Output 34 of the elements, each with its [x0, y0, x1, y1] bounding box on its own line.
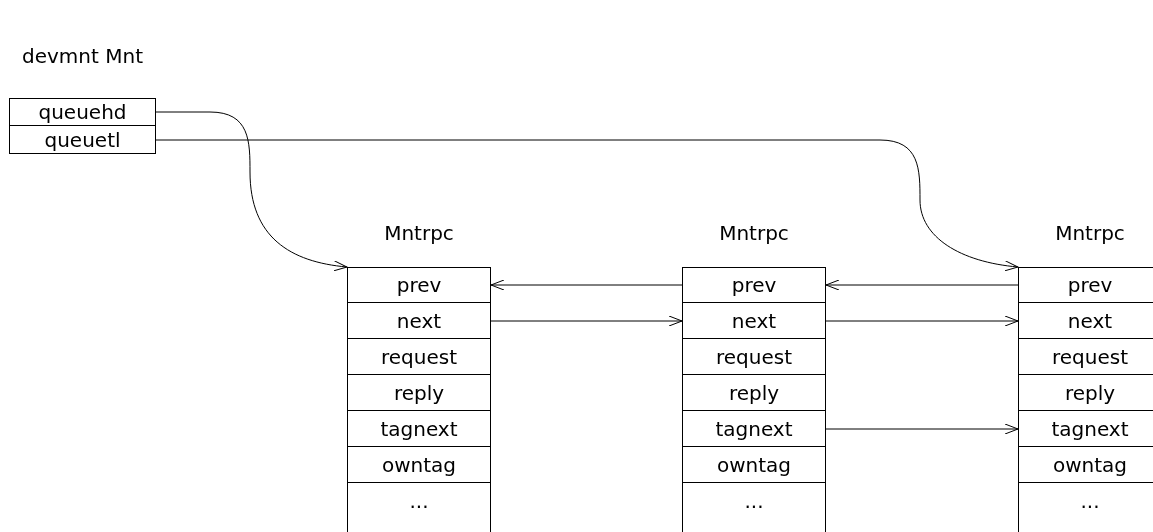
struct-field: next [682, 303, 826, 339]
struct-title: Mntrpc [383, 220, 455, 247]
pointer-arrow [490, 315, 683, 327]
pointer-arrow [155, 111, 348, 271]
struct-field: queuetl [9, 126, 156, 154]
struct-field: prev [1018, 267, 1153, 303]
pointer-arrow [155, 139, 1019, 271]
struct-field: prev [347, 267, 491, 303]
struct-field: queuehd [9, 98, 156, 126]
struct-field: next [1018, 303, 1153, 339]
struct-field: owntag [1018, 447, 1153, 483]
pointer-arrow [825, 315, 1019, 327]
struct-title: devmnt Mnt [21, 42, 144, 70]
struct-field: request [682, 339, 826, 375]
struct-field: tagnext [347, 411, 491, 447]
struct-field: ... [1018, 483, 1153, 532]
struct-field: tagnext [682, 411, 826, 447]
struct-field: owntag [682, 447, 826, 483]
struct-title: Mntrpc [718, 220, 790, 247]
pointer-arrow [825, 279, 1019, 291]
struct-field: owntag [347, 447, 491, 483]
struct-field: prev [682, 267, 826, 303]
struct-field: reply [1018, 375, 1153, 411]
struct-title: Mntrpc [1054, 220, 1126, 247]
struct-field: ... [682, 483, 826, 532]
pointer-arrow [490, 279, 683, 291]
struct-field: tagnext [1018, 411, 1153, 447]
struct-field: request [1018, 339, 1153, 375]
struct-field: reply [347, 375, 491, 411]
struct-field: reply [682, 375, 826, 411]
struct-field: next [347, 303, 491, 339]
struct-field: request [347, 339, 491, 375]
struct-field: ... [347, 483, 491, 532]
pointer-arrow [825, 423, 1019, 435]
